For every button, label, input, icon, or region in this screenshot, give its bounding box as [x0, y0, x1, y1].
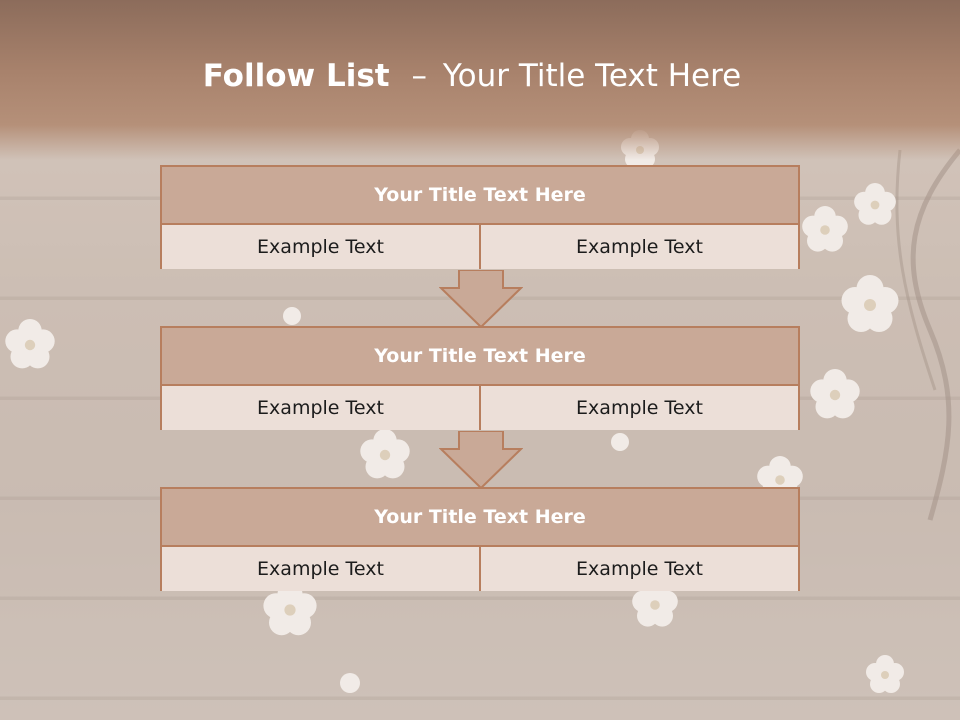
down-arrow-icon [439, 270, 523, 328]
slide-title: Follow List – Your Title Text Here [0, 52, 944, 100]
step-row: Example Text Example Text [162, 225, 798, 269]
step-left-text: Example Text [162, 225, 479, 269]
step-row: Example Text Example Text [162, 547, 798, 591]
step-title: Your Title Text Here [162, 328, 798, 386]
step-box-1: Your Title Text Here Example Text Exampl… [160, 165, 800, 269]
step-left-text: Example Text [162, 547, 479, 591]
slide-title-rest: Your Title Text Here [442, 58, 742, 94]
slide-title-bold: Follow List [202, 58, 390, 94]
step-box-3: Your Title Text Here Example Text Exampl… [160, 487, 800, 591]
step-title: Your Title Text Here [162, 489, 798, 547]
slide-title-separator: – [411, 58, 427, 94]
step-right-text: Example Text [479, 547, 798, 591]
step-right-text: Example Text [479, 386, 798, 430]
step-left-text: Example Text [162, 386, 479, 430]
step-box-2: Your Title Text Here Example Text Exampl… [160, 326, 800, 430]
step-right-text: Example Text [479, 225, 798, 269]
step-row: Example Text Example Text [162, 386, 798, 430]
down-arrow-icon [439, 431, 523, 489]
header-band [0, 0, 960, 160]
step-title: Your Title Text Here [162, 167, 798, 225]
